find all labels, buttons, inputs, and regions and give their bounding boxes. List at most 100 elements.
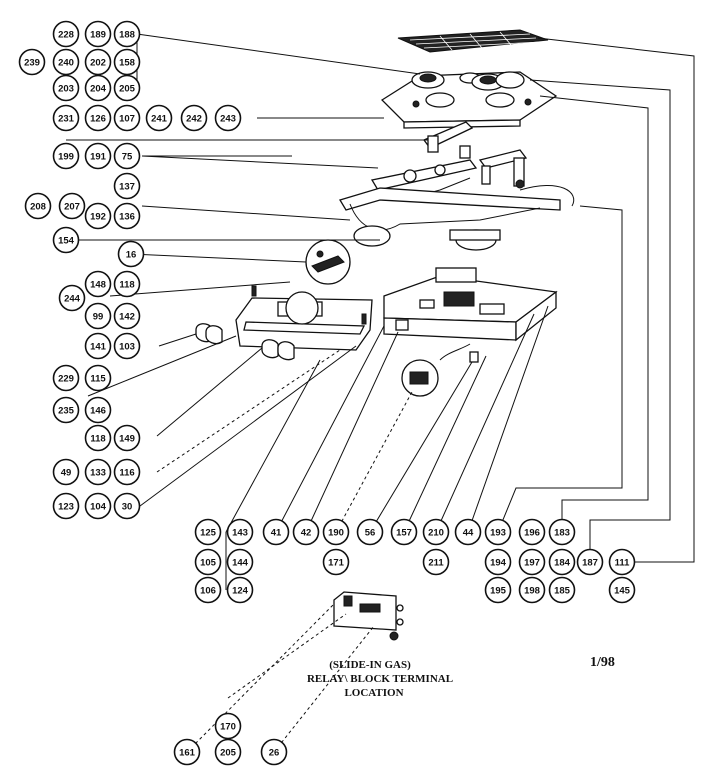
callout-circle [484, 548, 512, 576]
callout-26: 26 [260, 738, 288, 766]
callout-136: 136 [113, 202, 141, 230]
callout-circle [484, 518, 512, 546]
callout-171: 171 [322, 548, 350, 576]
callout-label: 106 [200, 586, 216, 597]
callout-228: 228 [52, 20, 80, 48]
callout-circle [262, 518, 290, 546]
callout-185: 185 [548, 576, 576, 604]
callout-118: 118 [84, 424, 112, 452]
igniter-bracket [478, 149, 528, 189]
callout-label: 202 [90, 58, 106, 69]
callout-124: 124 [226, 576, 254, 604]
callout-circle [84, 20, 112, 48]
callout-207: 207 [58, 192, 86, 220]
callout-137: 137 [113, 172, 141, 200]
callout-184: 184 [548, 548, 576, 576]
callout-circle [52, 48, 80, 76]
callout-circle [113, 104, 141, 132]
callout-circle [422, 548, 450, 576]
callout-label: 41 [271, 528, 282, 539]
callout-circle [52, 458, 80, 486]
callout-183: 183 [548, 518, 576, 546]
callout-label: 191 [90, 152, 107, 163]
callout-label: 115 [90, 374, 106, 385]
callout-191: 191 [84, 142, 112, 170]
callout-label: 244 [64, 294, 81, 305]
callout-158: 158 [113, 48, 141, 76]
callout-circle [180, 104, 208, 132]
callout-circle [52, 364, 80, 392]
callout-label: 204 [90, 84, 107, 95]
callout-label: 229 [58, 374, 74, 385]
callout-235: 235 [52, 396, 80, 424]
callout-label: 157 [396, 528, 412, 539]
callout-circle [226, 576, 254, 604]
callout-label: 111 [615, 558, 631, 569]
callout-label: 197 [524, 558, 540, 569]
callout-label: 104 [90, 502, 107, 513]
callout-circle [52, 20, 80, 48]
callout-label: 158 [119, 58, 135, 69]
cooktop-grate [397, 29, 549, 53]
callout-circle [194, 548, 222, 576]
callout-circle [454, 518, 482, 546]
callout-label: 118 [90, 434, 105, 445]
callout-196: 196 [518, 518, 546, 546]
callout-56: 56 [356, 518, 384, 546]
callout-label: 187 [582, 558, 598, 569]
callout-circle [84, 492, 112, 520]
callout-circle [113, 458, 141, 486]
caption-line-2: RELAY\ BLOCK TERMINAL [307, 673, 453, 685]
callout-149: 149 [113, 424, 141, 452]
callout-label: 196 [524, 528, 540, 539]
callout-192: 192 [84, 202, 112, 230]
callout-105: 105 [194, 548, 222, 576]
callout-circle [52, 396, 80, 424]
callout-label: 107 [119, 114, 135, 125]
callout-label: 146 [90, 406, 106, 417]
callout-133: 133 [84, 458, 112, 486]
callout-41: 41 [262, 518, 290, 546]
callout-203: 203 [52, 74, 80, 102]
callout-circle [113, 142, 141, 170]
callout-211: 211 [422, 548, 450, 576]
relay-block-inset [333, 591, 404, 641]
callout-circle [214, 738, 242, 766]
callout-circle [84, 270, 112, 298]
callout-circle [113, 302, 141, 330]
callout-label: 116 [119, 468, 134, 479]
callout-103: 103 [113, 332, 141, 360]
callout-label: 144 [232, 558, 249, 569]
callout-circle [84, 332, 112, 360]
callout-148: 148 [84, 270, 112, 298]
callout-142: 142 [113, 302, 141, 330]
callout-123: 123 [52, 492, 80, 520]
callout-189: 189 [84, 20, 112, 48]
callout-label: 231 [58, 114, 75, 125]
callout-188: 188 [113, 20, 141, 48]
callout-label: 56 [365, 528, 376, 539]
callout-label: 141 [90, 342, 107, 353]
callout-circle [322, 518, 350, 546]
callout-circle [518, 548, 546, 576]
callout-label: 188 [119, 30, 135, 41]
callout-193: 193 [484, 518, 512, 546]
callout-210: 210 [422, 518, 450, 546]
callout-240: 240 [52, 48, 80, 76]
callout-circle [548, 548, 576, 576]
callout-16: 16 [117, 240, 145, 268]
callout-205: 205 [113, 74, 141, 102]
callout-circle [113, 20, 141, 48]
callout-circle [24, 192, 52, 220]
callout-104: 104 [84, 492, 112, 520]
callout-label: 16 [126, 250, 137, 261]
callout-circle [484, 576, 512, 604]
callout-label: 185 [554, 586, 571, 597]
callout-circle [113, 492, 141, 520]
callout-231: 231 [52, 104, 80, 132]
callout-label: 242 [186, 114, 202, 125]
callout-111: 111 [608, 548, 636, 576]
callout-146: 146 [84, 396, 112, 424]
callout-204: 204 [84, 74, 112, 102]
callout-195: 195 [484, 576, 512, 604]
